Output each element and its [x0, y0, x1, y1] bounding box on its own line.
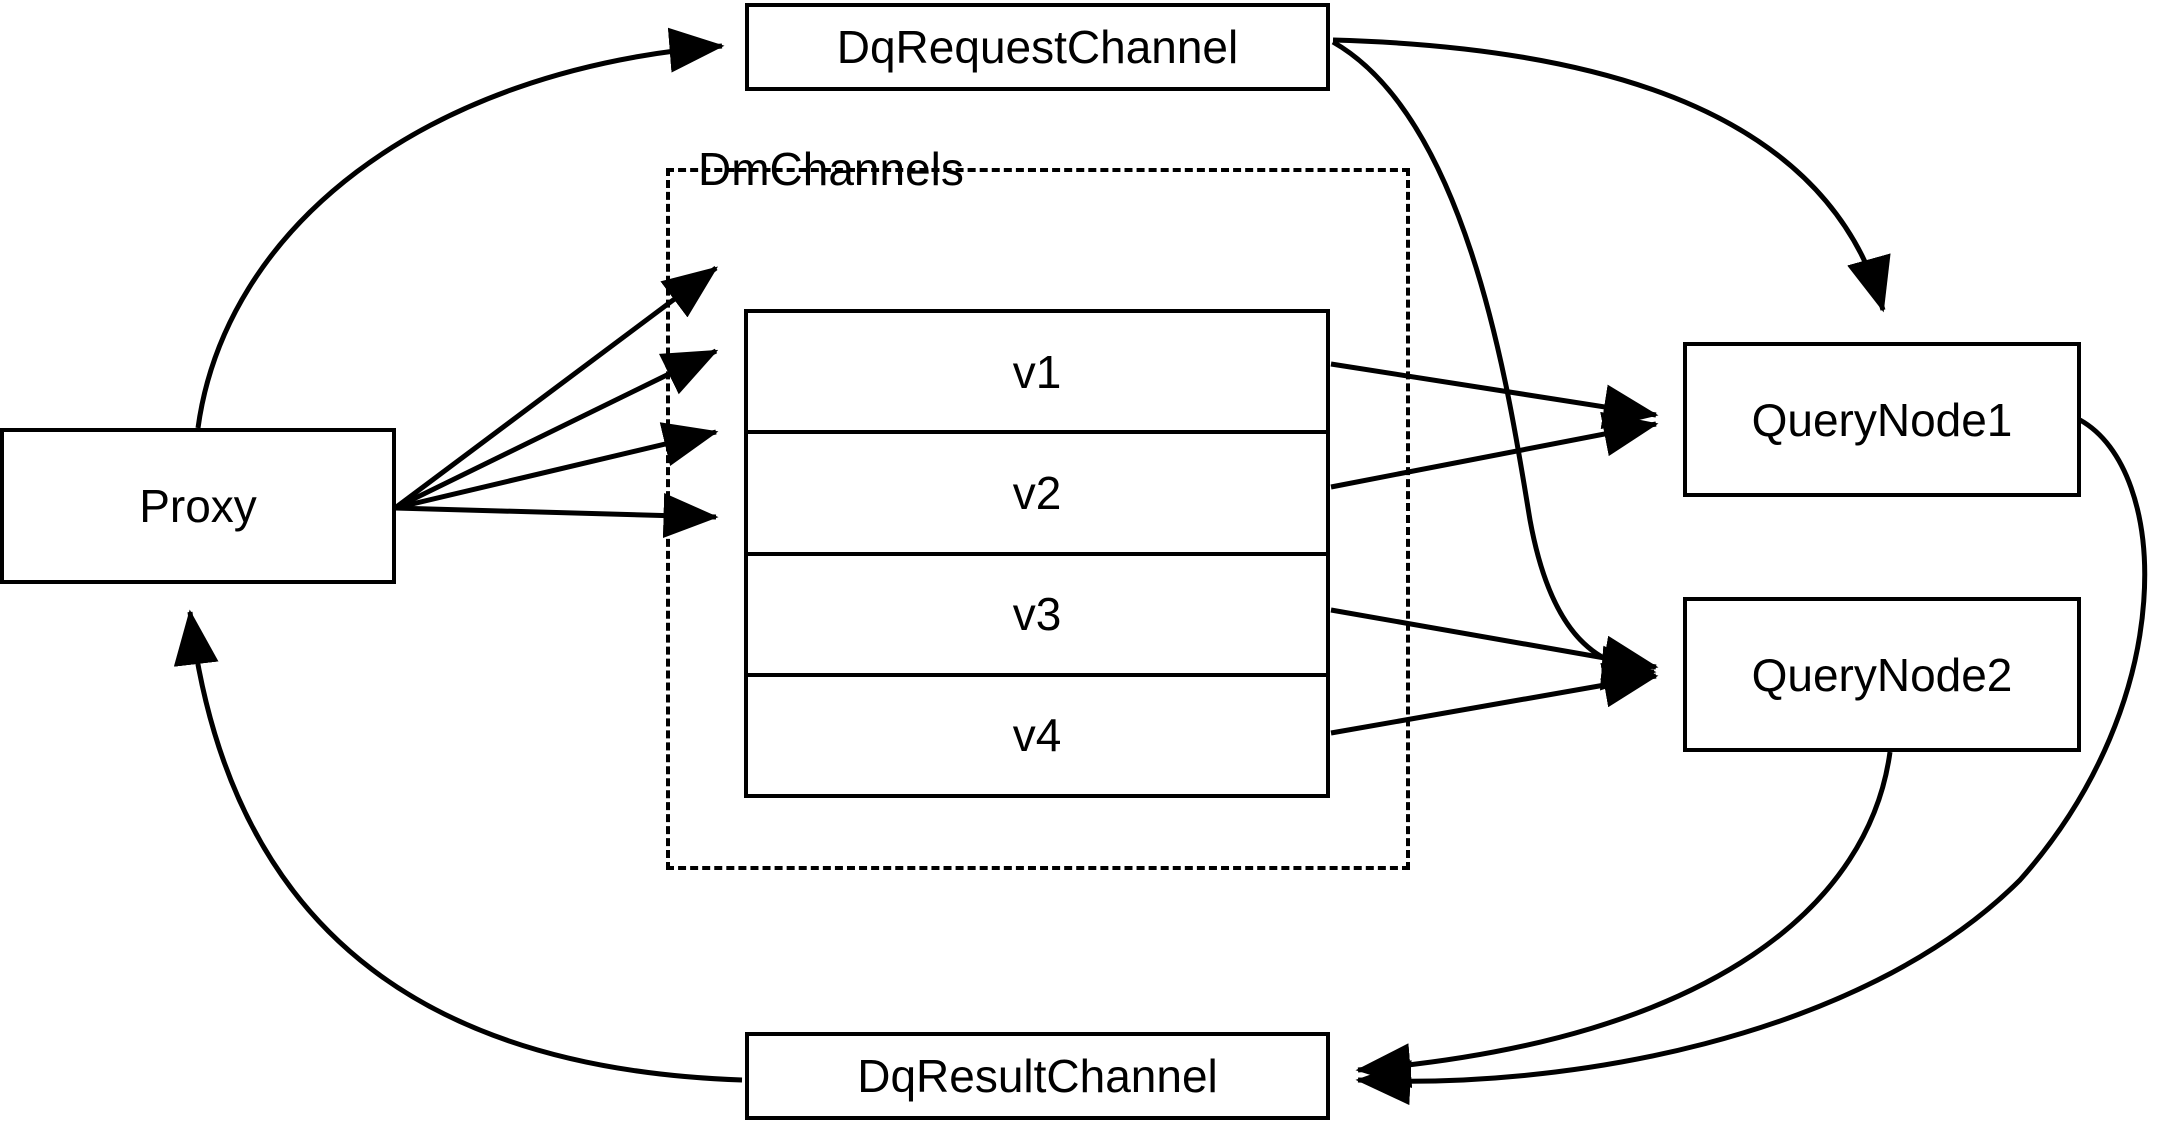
node-dq-request-channel[interactable]: DqRequestChannel — [745, 3, 1330, 91]
edge-dqrequestchannel-to-querynode1 — [1332, 37, 1891, 313]
edge-proxy-to-v4 — [394, 493, 719, 539]
node-query-node-2[interactable]: QueryNode2 — [1683, 597, 2081, 752]
dm-channel-row-v2-label: v2 — [1012, 466, 1062, 519]
edge-proxy-to-v2 — [393, 348, 719, 511]
edge-proxy-to-v1 — [393, 265, 719, 511]
node-query-node-1-label: QueryNode1 — [1751, 393, 2013, 446]
dm-channel-row-v4-label: v4 — [1012, 709, 1062, 762]
edge-v2-to-querynode1 — [1330, 411, 1659, 490]
node-dq-result-channel[interactable]: DqResultChannel — [745, 1032, 1330, 1120]
node-proxy-label: Proxy — [139, 480, 257, 532]
edge-querynode1-to-dqresultchannel — [1355, 417, 2148, 1106]
node-query-node-2-label: QueryNode2 — [1751, 648, 2013, 701]
node-query-node-1[interactable]: QueryNode1 — [1683, 342, 2081, 497]
edge-proxy-to-v3 — [394, 422, 719, 511]
dm-channel-row-v3[interactable]: v3 — [748, 556, 1326, 677]
node-proxy[interactable]: Proxy — [0, 428, 396, 584]
dm-channel-stack: v1 v2 v3 v4 — [744, 309, 1330, 798]
group-dm-channels-label: DmChannels — [698, 143, 964, 195]
edge-proxy-to-dqrequestchannel — [195, 27, 725, 429]
dm-channel-row-v2[interactable]: v2 — [748, 434, 1326, 556]
node-dq-result-channel-label: DqResultChannel — [857, 1050, 1218, 1102]
dm-channel-row-v1[interactable]: v1 — [748, 313, 1326, 435]
edge-querynode2-to-dqresultchannel — [1355, 751, 1893, 1089]
dm-channel-row-v1-label: v1 — [1012, 345, 1062, 398]
dm-channel-row-v4[interactable]: v4 — [748, 677, 1326, 794]
edge-dqrequestchannel-to-querynode2 — [1331, 39, 1657, 691]
edge-dqresultchannel-to-proxy — [173, 609, 743, 1083]
dm-channel-row-v3-label: v3 — [1012, 588, 1062, 641]
node-dq-request-channel-label: DqRequestChannel — [836, 21, 1239, 73]
edge-v1-to-querynode1 — [1330, 361, 1659, 430]
